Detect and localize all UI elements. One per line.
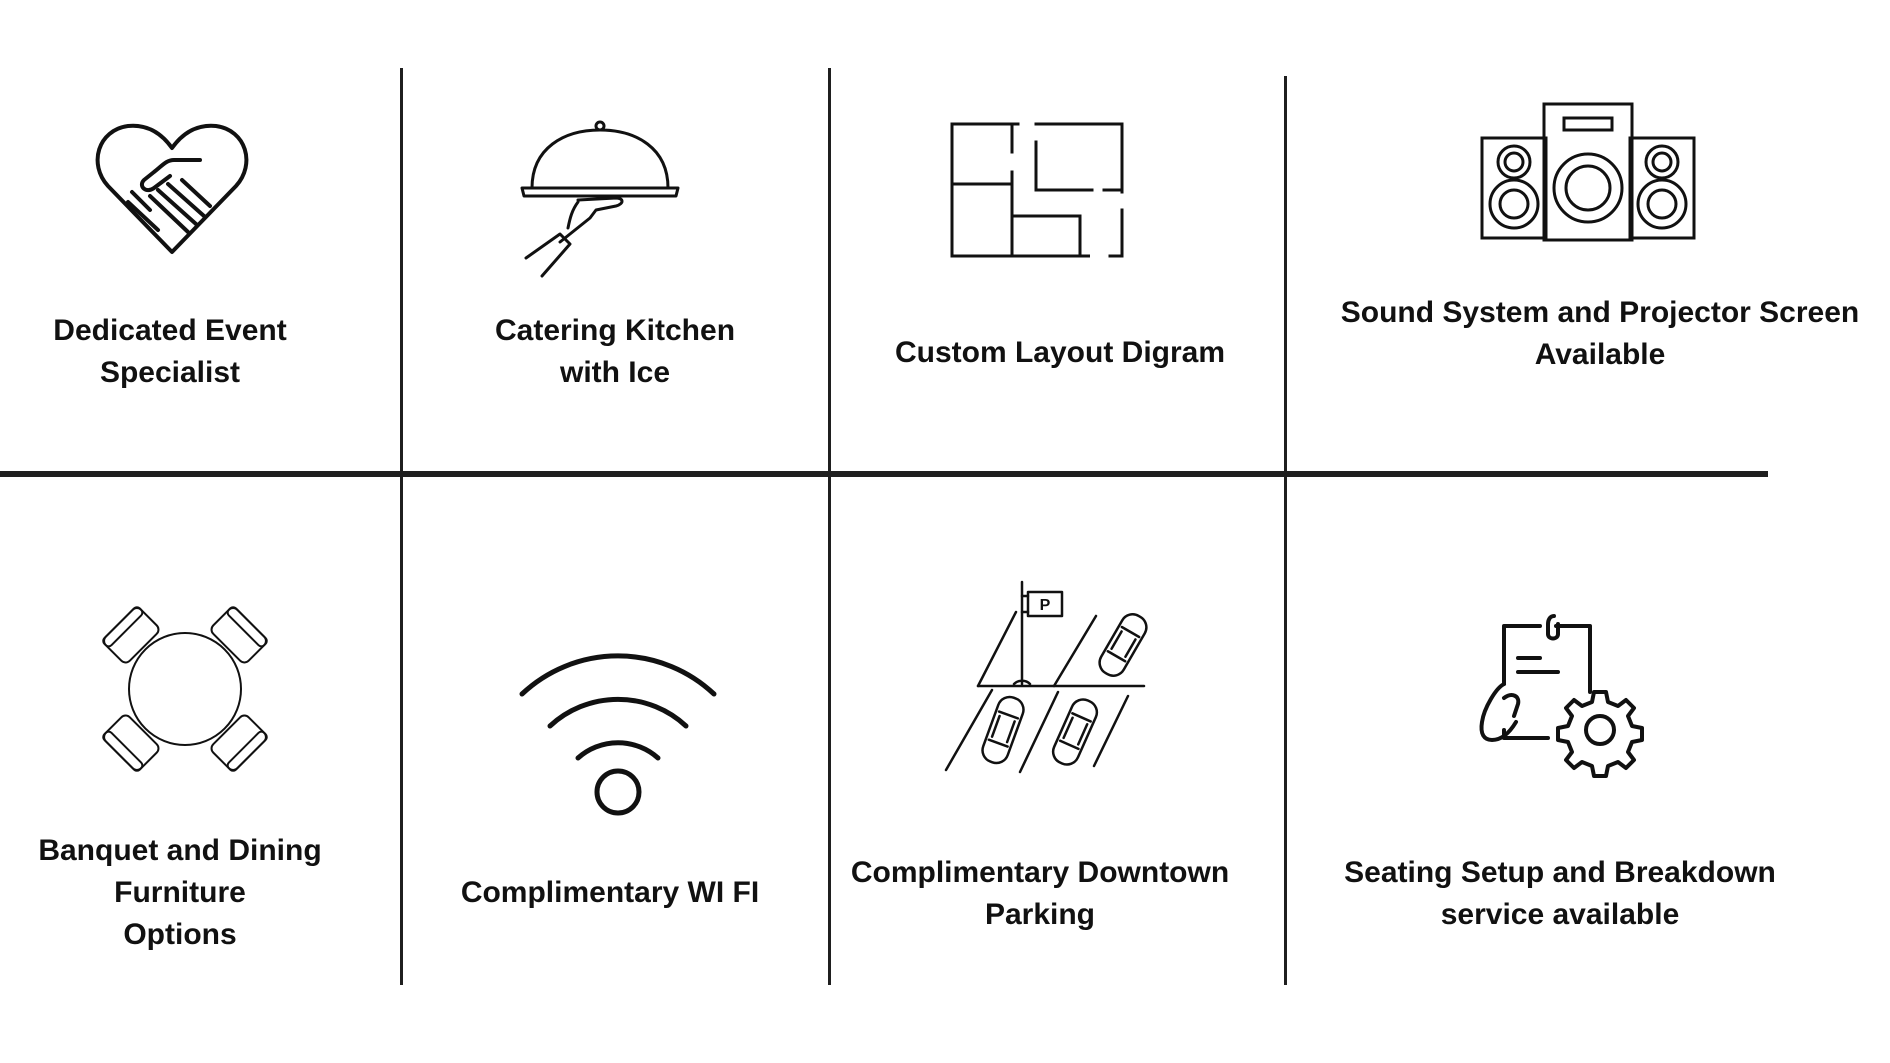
clipboard-gear-icon [1478,612,1648,778]
feature-label: Custom Layout Digram [894,336,1226,369]
feature-label: Dedicated Event Specialist [53,314,287,389]
feature-label: Complimentary WI FI [460,876,760,909]
serving-cloche-icon [520,118,680,280]
parking-lot-cars-icon: P [944,578,1154,774]
grid-divider-vertical-2 [828,68,831,985]
feature-label: Seating Setup and Breakdown service avai… [1344,856,1776,931]
parking-sign-letter: P [1040,597,1051,614]
round-table-chairs-icon [100,604,270,774]
feature-label: Banquet and Dining Furniture Options [38,834,322,951]
feature-label: Sound System and Projector Screen Availa… [1340,296,1860,371]
sound-system-speakers-icon [1480,102,1696,242]
feature-label: Complimentary Downtown Parking [850,856,1230,931]
grid-divider-vertical-1 [400,68,403,985]
heart-handshake-icon [92,120,252,260]
grid-divider-horizontal [0,471,1768,477]
grid-divider-vertical-3 [1284,76,1287,985]
floor-plan-icon [950,122,1124,258]
wifi-icon [518,650,718,820]
feature-label: Catering Kitchen with Ice [494,314,736,389]
